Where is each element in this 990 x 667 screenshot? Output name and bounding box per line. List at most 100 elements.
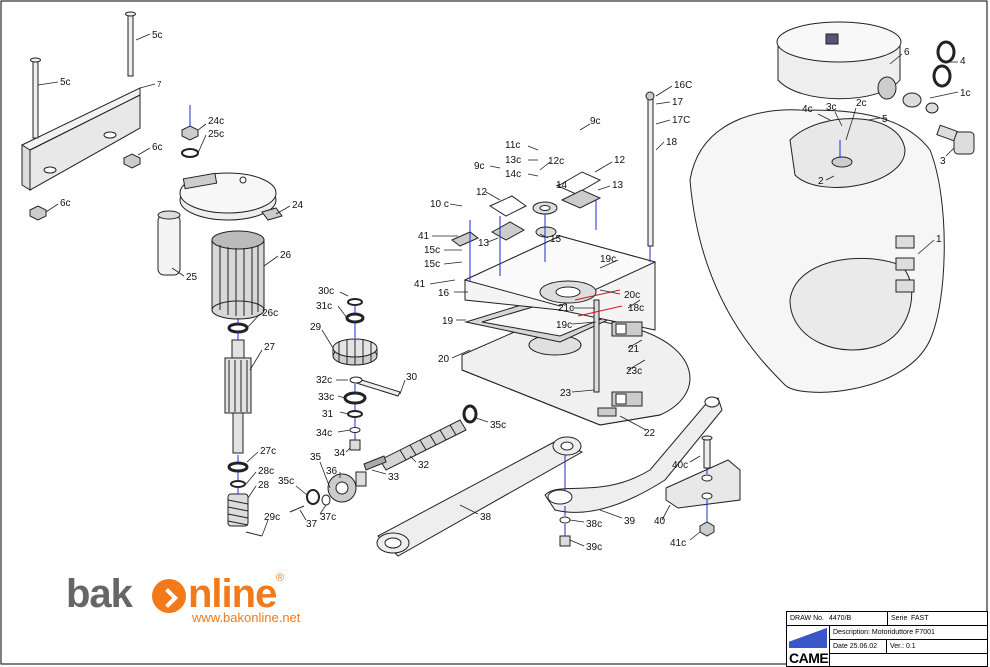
label-32c: 32c xyxy=(316,375,332,386)
part-5-lock xyxy=(902,92,939,114)
label-41c: 41c xyxy=(670,538,686,549)
label-9c-left: 9c xyxy=(474,161,485,172)
label-24: 24 xyxy=(292,200,304,211)
label-15c-b: 15c xyxy=(424,259,440,270)
description-value: Description: Motoriduttore F7001 xyxy=(833,629,935,636)
part-41-bracket xyxy=(451,231,479,247)
label-39c: 39c xyxy=(586,542,602,553)
label-34c: 34c xyxy=(316,428,332,439)
part-16-cover xyxy=(463,235,657,331)
part-28-worm xyxy=(227,493,249,527)
bearing-27c xyxy=(227,461,249,473)
label-34: 34 xyxy=(334,448,346,459)
label-5c-top: 5c xyxy=(152,30,163,41)
label-38: 38 xyxy=(480,512,492,523)
screw-5c-top xyxy=(125,11,136,77)
bakonline-logo: bak nline ® www.bakonline.net xyxy=(66,572,300,632)
screw-39c xyxy=(559,535,571,547)
label-38c: 38c xyxy=(586,519,602,530)
label-37: 37 xyxy=(306,519,318,530)
label-14c: 14c xyxy=(505,169,521,180)
part-36-sprocket xyxy=(327,473,357,503)
label-4c: 4c xyxy=(802,104,813,115)
part-22-switch xyxy=(597,391,643,417)
label-17C: 17C xyxy=(672,115,690,126)
label-6: 6 xyxy=(904,47,910,58)
label-27c: 27c xyxy=(260,446,276,457)
part-32-worm-shaft xyxy=(379,419,467,471)
part-21-switch xyxy=(611,321,643,337)
date-value: Date 25.06.02 xyxy=(833,643,877,650)
label-13-left: 13 xyxy=(478,238,490,249)
label-33: 33 xyxy=(388,472,400,483)
label-15c-a: 15c xyxy=(424,245,440,256)
nut-24c xyxy=(181,125,199,141)
label-19: 19 xyxy=(442,316,454,327)
label-10c: 10 c xyxy=(430,199,449,210)
part-35-coupling xyxy=(355,471,367,487)
label-20c: 20c xyxy=(624,290,640,301)
label-23c: 23c xyxy=(626,366,642,377)
part-6-lid xyxy=(776,21,902,100)
rod-18 xyxy=(645,91,655,247)
arrow-circle-icon xyxy=(152,579,186,613)
label-31: 31 xyxy=(322,409,334,420)
draw-no-label: DRAW No. xyxy=(790,615,824,622)
part-13-plate-right xyxy=(560,189,602,209)
title-row-description: Description: Motoriduttore F7001 xyxy=(830,626,987,640)
part-labels: 5c 5c 7 6c 6c 24c 25c 24 25 26 26c 27 27… xyxy=(60,30,971,553)
part-38-arm xyxy=(376,436,584,557)
label-17: 17 xyxy=(672,97,684,108)
serie-value: FAST xyxy=(911,615,929,622)
label-1: 1 xyxy=(936,234,942,245)
label-36: 36 xyxy=(326,466,338,477)
label-2c: 2c xyxy=(856,98,867,109)
label-19c-bottom: 19c xyxy=(556,320,572,331)
part-12-plate-left xyxy=(488,195,527,217)
label-12-left: 12 xyxy=(476,187,488,198)
label-26: 26 xyxy=(280,250,292,261)
washer-25c xyxy=(181,148,199,158)
label-28: 28 xyxy=(258,480,270,491)
label-25: 25 xyxy=(186,272,198,283)
label-13-right: 13 xyxy=(612,180,624,191)
label-6c-left: 6c xyxy=(60,198,71,209)
label-41-top: 41 xyxy=(418,231,430,242)
pin-29c xyxy=(245,531,263,537)
rod-23 xyxy=(593,299,600,393)
label-3c: 3c xyxy=(826,102,837,113)
label-15: 15 xyxy=(550,234,562,245)
washer-30c xyxy=(347,298,363,306)
part-13-plate-left xyxy=(490,221,526,241)
logo-bak: bak xyxy=(66,572,133,616)
label-32: 32 xyxy=(418,460,430,471)
washer-37c xyxy=(321,494,331,506)
part-25-capacitor xyxy=(157,210,181,276)
nut-41c xyxy=(699,521,715,537)
label-9c-top: 9c xyxy=(590,116,601,127)
assembly-guide-lines xyxy=(189,105,841,536)
label-22: 22 xyxy=(644,428,656,439)
title-row-date: Date 25.06.02 Ver.: 0.1 xyxy=(830,640,987,654)
label-20: 20 xyxy=(438,354,450,365)
draw-no-value: 4470/B xyxy=(829,615,852,622)
part-24-flange xyxy=(179,172,283,221)
bolt-40c xyxy=(701,435,713,469)
label-30c: 30c xyxy=(318,286,334,297)
label-12c: 12c xyxy=(548,156,564,167)
label-24c: 24c xyxy=(208,116,224,127)
logo-registered-mark: ® xyxy=(276,572,285,584)
label-18: 18 xyxy=(666,137,678,148)
label-21: 21 xyxy=(628,344,640,355)
label-35c-left: 35c xyxy=(278,476,294,487)
label-11c: 11c xyxy=(505,140,520,151)
bearing-33c xyxy=(343,391,367,405)
label-25c: 25c xyxy=(208,129,224,140)
label-6c-right: 6c xyxy=(152,142,163,153)
red-guide-lines xyxy=(574,289,623,317)
leader-lines xyxy=(37,33,959,547)
part-27-rotor-shaft xyxy=(224,339,252,454)
part-26-stator xyxy=(211,230,265,320)
logo-url: www.bakonline.net xyxy=(192,610,301,625)
label-2: 2 xyxy=(818,176,824,187)
